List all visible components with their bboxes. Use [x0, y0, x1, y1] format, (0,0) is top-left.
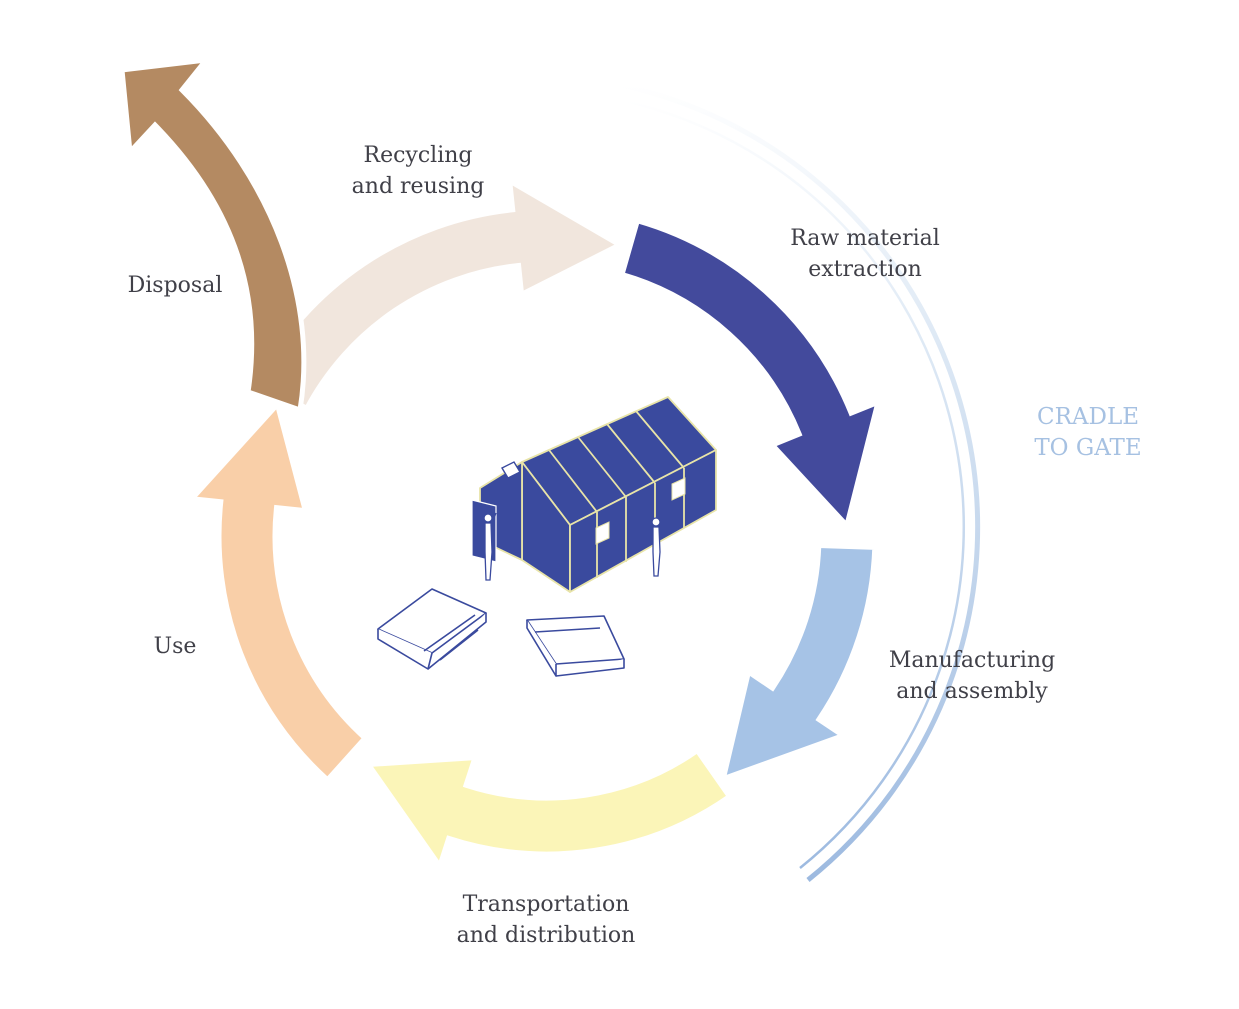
arrow-raw-material: [618, 217, 882, 531]
cradle-to-gate-bracket: [619, 82, 981, 882]
arrow-disposal: [119, 56, 307, 414]
person-icon: [478, 512, 497, 581]
flat-pack-panel-icon: [377, 588, 487, 670]
label-use: Use: [153, 634, 197, 659]
arrow-recycling: [254, 176, 625, 412]
person-icon: [651, 517, 661, 577]
arrow-manufacturing: [719, 542, 878, 783]
arrow-use: [186, 399, 369, 784]
prefab-shelter-icon: [377, 396, 717, 677]
cycle-arrows: [119, 56, 882, 872]
arrow-transportation: [363, 747, 733, 872]
label-disposal: Disposal: [127, 273, 223, 298]
flat-pack-panel-icon: [526, 615, 625, 677]
